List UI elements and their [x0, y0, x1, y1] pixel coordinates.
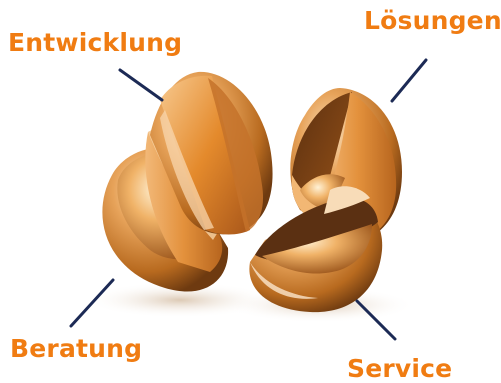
label-loesungen: Lösungen: [364, 8, 501, 33]
label-entwicklung: Entwicklung: [8, 30, 182, 55]
connector-line-entwicklung: [120, 70, 162, 100]
label-service: Service: [347, 356, 452, 381]
connector-line-loesungen: [392, 60, 426, 101]
label-beratung: Beratung: [10, 336, 142, 361]
